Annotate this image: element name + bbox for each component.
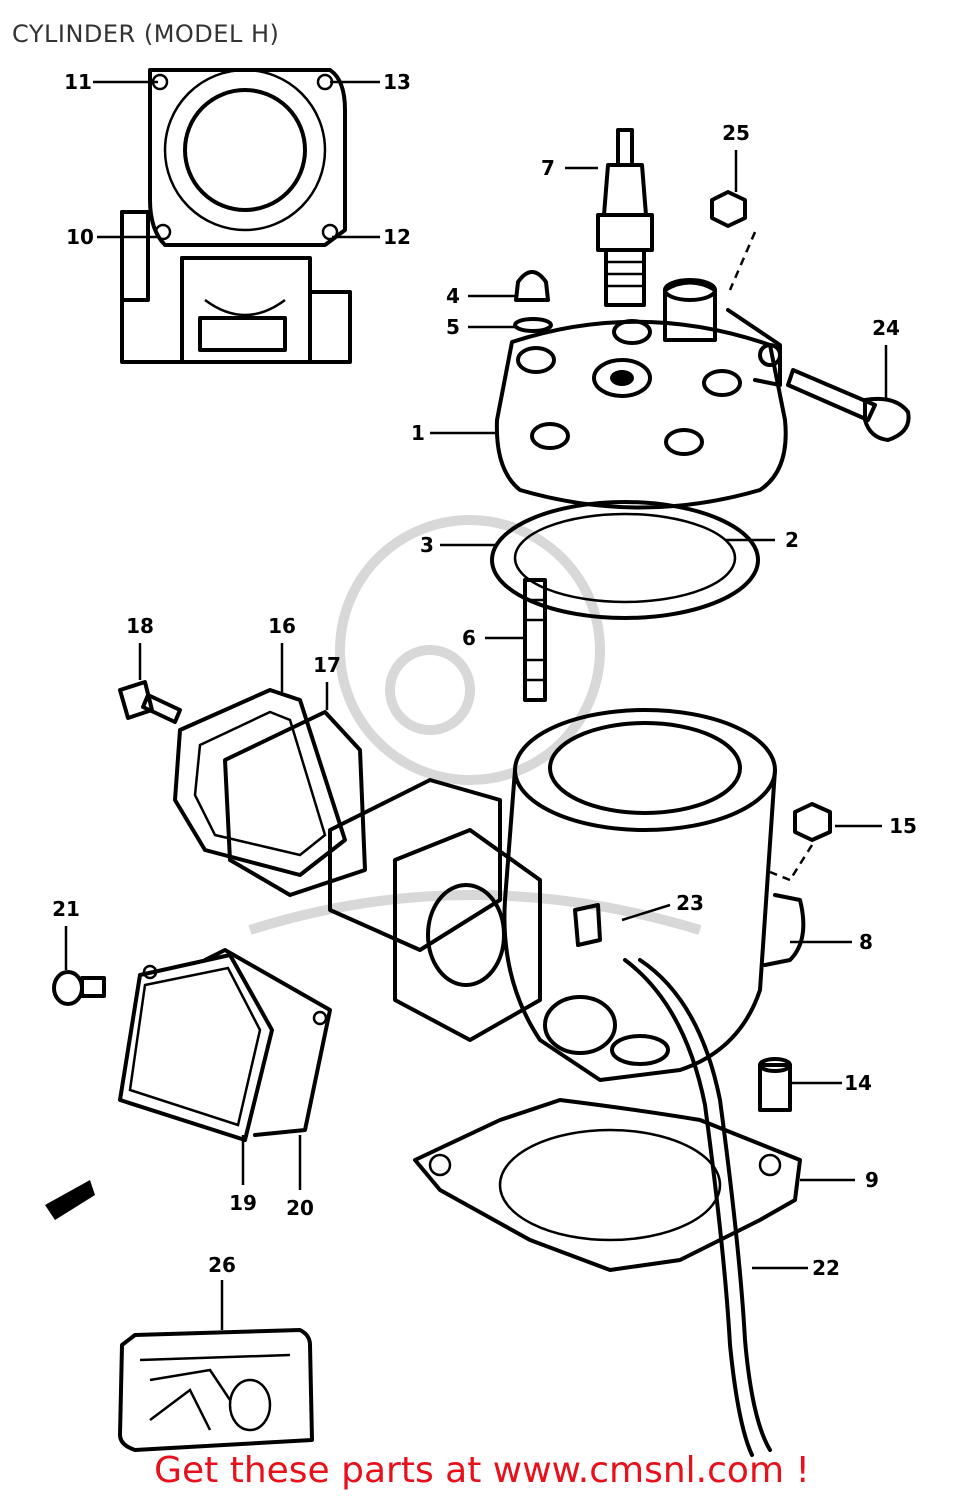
cylinder-top-view-inset: [120, 68, 352, 364]
callout-12: 12: [383, 225, 411, 249]
reed-valve-cover: [173, 688, 367, 897]
callout-24: 24: [872, 316, 900, 340]
dowel-pin: [758, 1057, 792, 1112]
long-bolt: [786, 368, 911, 442]
callout-14: 14: [844, 1071, 872, 1095]
callout-19: 19: [229, 1191, 257, 1215]
diagram-title: CYLINDER (MODEL H): [12, 20, 280, 48]
callout-1: 1: [411, 421, 425, 445]
cylinder-head: [494, 278, 788, 510]
callout-3: 3: [420, 533, 434, 557]
callout-22: 22: [812, 1256, 840, 1280]
leader-lines: [64, 80, 888, 1330]
parts-link-banner[interactable]: Get these parts at www.cmsnl.com !: [154, 1450, 810, 1491]
callout-13: 13: [383, 70, 411, 94]
callout-20: 20: [286, 1196, 314, 1220]
callout-4: 4: [446, 284, 460, 308]
callout-8: 8: [859, 930, 873, 954]
nut-side: [769, 802, 832, 882]
callout-16: 16: [268, 614, 296, 638]
callout-6: 6: [462, 626, 476, 650]
drain-hose: [623, 958, 772, 1457]
callout-17: 17: [313, 653, 341, 677]
nut-top: [710, 190, 757, 291]
watermark: [248, 515, 702, 935]
cap-nut-and-washer: [513, 270, 553, 333]
spark-plug: [596, 128, 654, 307]
callout-7: 7: [541, 156, 555, 180]
callout-21: 21: [52, 897, 80, 921]
exhaust-cover-plate: [118, 948, 332, 1142]
callout-labels: 11 13 10 12 7 25 4 5 24 1 3 2 6 18 16 17…: [52, 70, 917, 1280]
bolt-upper: [118, 680, 182, 724]
callout-26: 26: [208, 1253, 236, 1277]
screw-lower: [52, 970, 106, 1006]
fwd-arrow-icon: [45, 1180, 95, 1220]
callout-2: 2: [785, 528, 799, 552]
callout-23: 23: [676, 891, 704, 915]
base-gasket: [413, 1098, 802, 1272]
callout-9: 9: [865, 1168, 879, 1192]
callout-25: 25: [722, 121, 750, 145]
callout-5: 5: [446, 315, 460, 339]
gasket-set: [118, 1328, 314, 1452]
callout-11: 11: [64, 70, 92, 94]
stud-bolt: [523, 578, 547, 702]
cylinder-body: [328, 708, 806, 1082]
callout-15: 15: [889, 814, 917, 838]
callout-18: 18: [126, 614, 154, 638]
callout-10: 10: [66, 225, 94, 249]
head-gaskets: [490, 500, 760, 620]
